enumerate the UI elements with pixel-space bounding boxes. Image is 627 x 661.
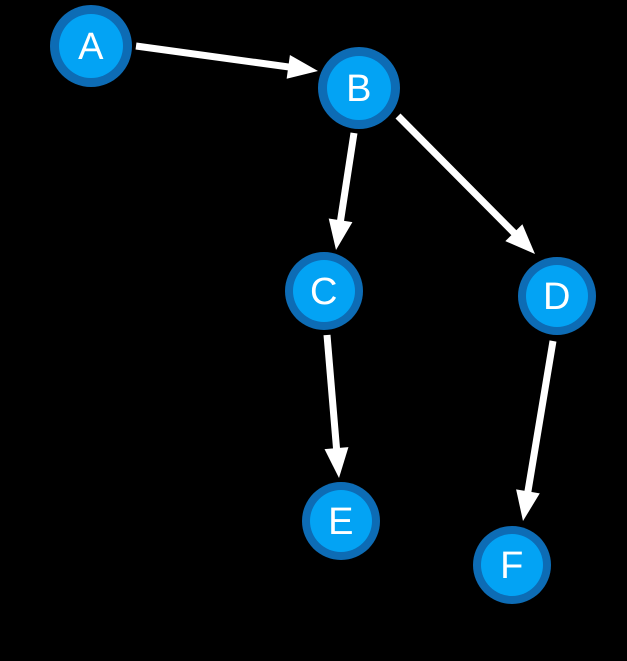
node-fill — [293, 260, 355, 322]
node-a[interactable]: A — [50, 5, 132, 87]
edge-shaft — [323, 334, 341, 451]
arrowhead-icon — [328, 218, 353, 250]
edge-c-e — [323, 334, 349, 478]
edge-shaft — [336, 132, 358, 223]
arrowhead-icon — [505, 224, 535, 254]
node-label: E — [328, 501, 354, 543]
edge-shaft — [395, 113, 518, 237]
edge-shaft — [524, 340, 557, 494]
node-f[interactable]: F — [473, 526, 551, 604]
edge-d-f — [516, 340, 557, 521]
node-fill — [310, 490, 372, 552]
node-label: A — [78, 26, 104, 68]
nodes-layer: A B C D E F — [50, 5, 596, 604]
node-fill — [327, 56, 391, 120]
node-label: F — [500, 545, 524, 587]
arrowhead-icon — [516, 489, 540, 521]
node-e[interactable]: E — [302, 482, 380, 560]
node-d[interactable]: D — [518, 257, 596, 335]
node-label: D — [543, 276, 571, 318]
arrowhead-icon — [324, 447, 349, 478]
edge-b-c — [328, 132, 358, 250]
node-c[interactable]: C — [285, 252, 363, 330]
node-label: B — [346, 68, 372, 110]
node-fill — [481, 534, 543, 596]
node-label: C — [310, 271, 338, 313]
edge-a-b — [135, 42, 318, 79]
node-fill — [59, 14, 123, 78]
node-b[interactable]: B — [318, 47, 400, 129]
edges-layer — [135, 42, 557, 521]
edge-b-d — [395, 113, 535, 254]
arrowhead-icon — [286, 55, 318, 79]
node-fill — [526, 265, 588, 327]
edge-shaft — [135, 42, 291, 71]
